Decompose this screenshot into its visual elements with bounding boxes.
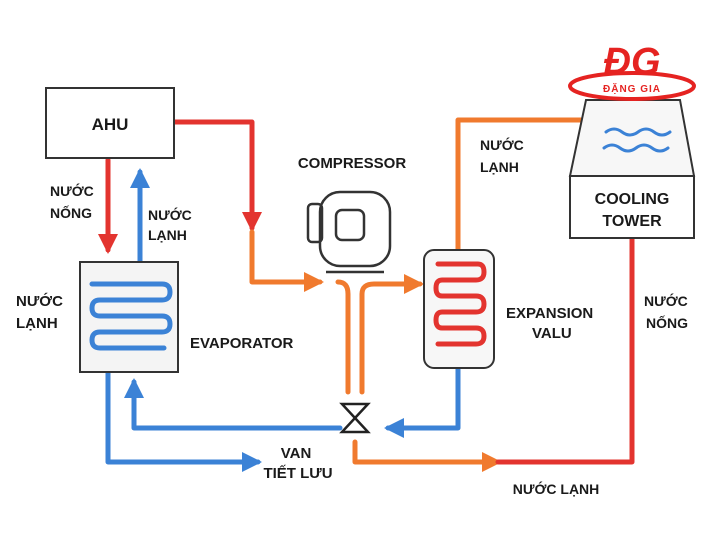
ahu-hot-label-line1: NƯỚC bbox=[50, 182, 94, 199]
valve-icon bbox=[339, 402, 371, 434]
evap-side-label-line1: NƯỚC bbox=[16, 292, 63, 310]
expansion-label-line2: VALU bbox=[532, 325, 572, 342]
cooling-label-line2: TOWER bbox=[602, 213, 662, 230]
evaporator-coil bbox=[89, 281, 173, 351]
pipe-evaporator-to-van bbox=[105, 369, 262, 472]
pipe-bottom-to-tower bbox=[495, 235, 635, 465]
ahu-label: AHU bbox=[92, 115, 129, 134]
pipe-compressor-down-left bbox=[335, 279, 351, 395]
logo-name: ĐẶNG GIA bbox=[603, 82, 661, 95]
pipe-expansion-to-valve bbox=[384, 365, 461, 438]
logo-mark: ĐG bbox=[604, 41, 661, 83]
cooling-tower-box bbox=[569, 175, 695, 239]
ahu-cold-label-line1: NƯỚC bbox=[148, 206, 192, 223]
expansion-coil bbox=[433, 261, 487, 347]
ahu-hot-label-line2: NỐNG bbox=[50, 204, 92, 221]
cooling-label-line1: COOLING bbox=[595, 191, 670, 208]
pipe-valve-to-evaporator bbox=[124, 378, 343, 431]
brand-logo: ĐG ĐẶNG GIA bbox=[568, 41, 696, 101]
evap-side-label-line2: LẠNH bbox=[16, 315, 58, 332]
pipe-ahu-right-red bbox=[171, 119, 262, 232]
ahu-cold-label-line2: LẠNH bbox=[148, 227, 187, 243]
cooling-tower-top bbox=[568, 99, 696, 177]
pipe-compressor-down-right bbox=[359, 274, 424, 395]
pipe-tower-to-expansion bbox=[455, 117, 589, 253]
compressor-label: COMPRESSOR bbox=[298, 155, 407, 172]
tower-out-label-line2: NỐNG bbox=[646, 314, 688, 331]
water-waves-icon bbox=[602, 127, 672, 153]
ahu-box bbox=[45, 87, 175, 159]
van-label-line2: TIẾT LƯU bbox=[263, 465, 332, 482]
pipe-to-compressor bbox=[249, 229, 324, 292]
tower-in-label-line1: NƯỚC bbox=[480, 136, 524, 153]
compressor-icon bbox=[306, 190, 392, 274]
pipe-valve-to-bottom bbox=[352, 439, 502, 472]
evaporator-label: EVAPORATOR bbox=[190, 335, 294, 352]
bottom-return-label: NƯỚC LẠNH bbox=[513, 480, 600, 497]
expansion-label-line1: EXPANSION bbox=[506, 305, 593, 322]
tower-in-label-line2: LẠNH bbox=[480, 159, 519, 175]
tower-out-label-line1: NƯỚC bbox=[644, 292, 688, 309]
van-label-line1: VAN bbox=[281, 445, 312, 462]
